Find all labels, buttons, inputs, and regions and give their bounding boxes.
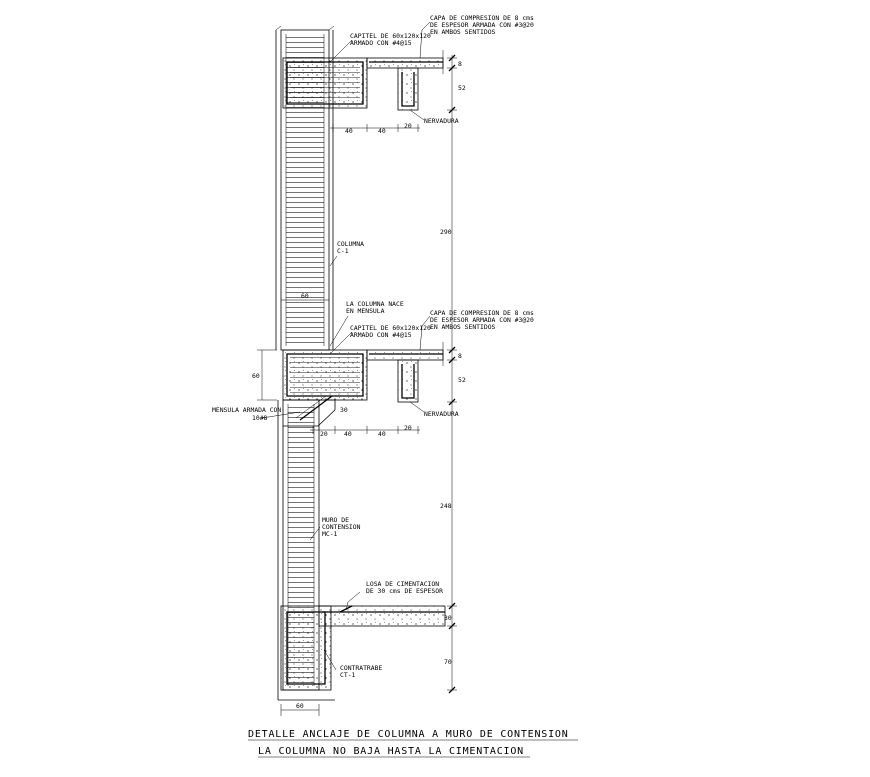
dim-248: 248 [440, 502, 452, 510]
drawing-title: DETALLE ANCLAJE DE COLUMNA A MURO DE CON… [248, 729, 578, 758]
label-losa-2: DE 30 cms DE ESPESOR [366, 587, 443, 595]
dim-30-losa: 30 [444, 614, 452, 622]
label-capa-mid-1: CAPA DE COMPRESION DE 8 cms [430, 309, 534, 317]
dim-60-left: 60 [252, 372, 260, 380]
dim-52-top: 52 [458, 84, 466, 92]
dim-290: 290 [440, 228, 452, 236]
slab-top [366, 50, 444, 111]
title-line-2: LA COLUMNA NO BAJA HASTA LA CIMENTACION [258, 746, 524, 757]
label-contratrabe-1: CONTRATRABE [340, 664, 382, 672]
leader-lines [261, 21, 431, 671]
capitel-top [282, 57, 368, 109]
label-capa-top-2: DE ESPESOR ARMADA CON #3@20 [430, 21, 534, 29]
label-capa-top-3: EN AMBOS SENTIDOS [430, 28, 496, 36]
contratrabe-ct1 [278, 605, 335, 701]
label-capitel-mid-2: ARMADO CON #4@15 [350, 331, 412, 339]
label-muro-3: MC-1 [322, 530, 338, 538]
label-capa-mid-2: DE ESPESOR ARMADA CON #3@20 [430, 316, 534, 324]
label-nervadura-top: NERVADURA [424, 117, 459, 125]
dim-8-top: 8 [458, 60, 462, 68]
dim-20-mid-left: 20 [320, 430, 328, 438]
dim-40-top-a: 40 [345, 127, 353, 135]
dimension-values: 8 52 40 40 20 290 60 8 52 60 30 20 40 40… [252, 60, 466, 710]
label-capitel-top-1: CAPITEL DE 60x120x120 [350, 32, 431, 40]
label-columna-2: C-1 [337, 247, 349, 255]
label-nervadura-mid: NERVADURA [424, 410, 459, 418]
label-capitel-top-2: ARMADO CON #4@15 [350, 39, 412, 47]
label-contratrabe-2: CT-1 [340, 671, 356, 679]
label-capitel-mid-1: CAPITEL DE 60x120x120 [350, 324, 431, 332]
dim-60-bottom: 60 [296, 702, 304, 710]
dim-70: 70 [444, 658, 452, 666]
dim-40-mid-a: 40 [344, 430, 352, 438]
label-mensula-1: MENSULA ARMADA CON [212, 406, 281, 414]
label-losa-1: LOSA DE CIMENTACION [366, 580, 439, 588]
dim-20-top: 20 [404, 122, 412, 130]
dim-20-mid-right: 20 [404, 424, 412, 432]
slab-mid [366, 342, 444, 403]
label-columna-1: COLUMNA [337, 240, 364, 248]
dim-8-mid: 8 [458, 352, 462, 360]
foundation-slab [318, 605, 446, 627]
capitel-mid [282, 349, 368, 401]
dim-40-top-b: 40 [378, 127, 386, 135]
dim-40-mid-b: 40 [378, 430, 386, 438]
annotation-labels: CAPA DE COMPRESION DE 8 cms DE ESPESOR A… [212, 14, 534, 679]
label-mensula-2: 10#8 [252, 414, 268, 422]
label-nace-2: EN MENSULA [346, 307, 385, 315]
dim-30-mensula: 30 [340, 406, 348, 414]
label-muro-2: CONTENSION [322, 523, 361, 531]
label-capa-mid-3: EN AMBOS SENTIDOS [430, 323, 496, 331]
label-muro-1: MURO DE [322, 516, 349, 524]
dimension-lines [257, 54, 457, 716]
label-nace-1: LA COLUMNA NACE [346, 300, 404, 308]
title-line-1: DETALLE ANCLAJE DE COLUMNA A MURO DE CON… [248, 729, 569, 740]
dim-52-mid: 52 [458, 376, 466, 384]
label-capa-top-1: CAPA DE COMPRESION DE 8 cms [430, 14, 534, 22]
dim-60-column: 60 [301, 292, 309, 300]
